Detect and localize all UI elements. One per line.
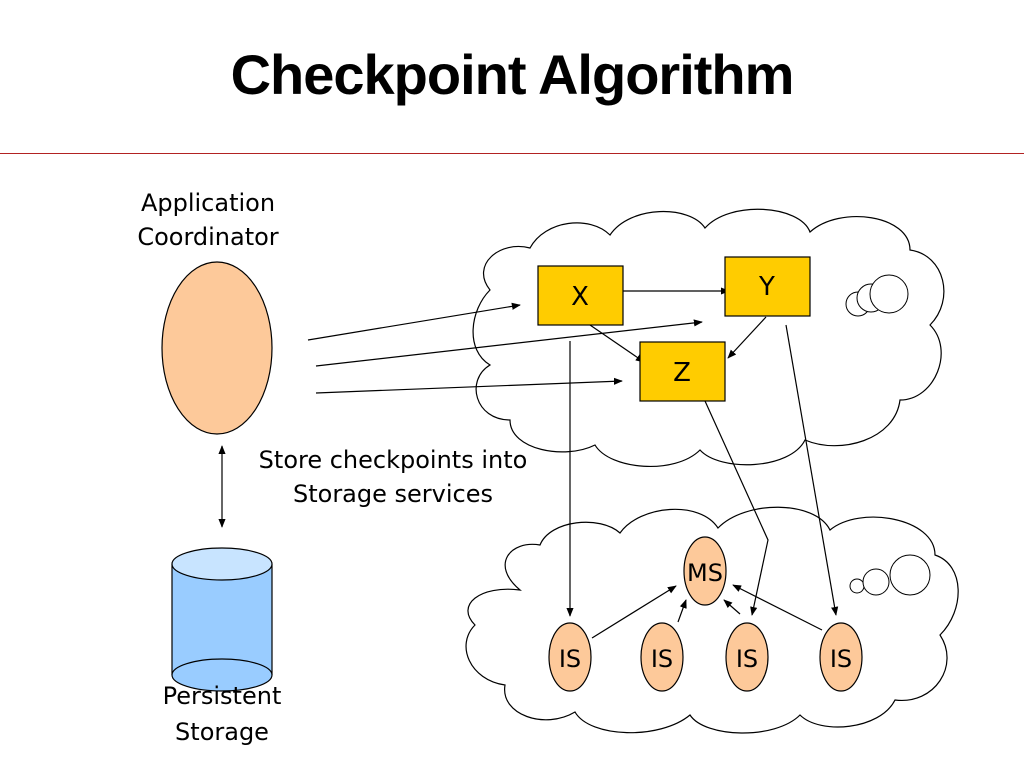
- storage-bubble-medium: [862, 568, 890, 596]
- storage-bubble-large: [889, 554, 931, 596]
- is-node-4: [819, 622, 863, 692]
- node-x-box: [537, 265, 624, 326]
- cloud-bubble-large: [869, 274, 909, 314]
- note-line2: Storage services: [293, 480, 493, 508]
- storage-label-line2: Storage: [175, 718, 269, 746]
- arrow-is3-to-ms: [723, 599, 741, 615]
- title-divider: [0, 153, 1024, 154]
- node-y-label: Y: [758, 272, 775, 302]
- arrow-is2-to-ms: [677, 599, 687, 623]
- arrow-is4-to-ms: [732, 584, 823, 631]
- slide-title: Checkpoint Algorithm: [230, 43, 795, 106]
- node-y-box: [724, 256, 811, 317]
- node-x-label: X: [571, 282, 589, 312]
- is-node-1: [548, 622, 592, 692]
- arrow-is1-to-ms: [591, 585, 677, 639]
- ms-label: MS: [687, 559, 723, 587]
- application-cloud: [472, 208, 945, 467]
- node-z-label: Z: [673, 358, 691, 388]
- arrow-coordinator-to-z: [315, 377, 623, 394]
- note-line1: Store checkpoints into: [259, 446, 528, 474]
- node-z-box: [639, 341, 726, 402]
- arrow-z-to-is3: [704, 400, 769, 616]
- is-node-2: [640, 622, 684, 692]
- storage-bubble-small: [849, 578, 865, 594]
- coordinator-label-line2: Coordinator: [137, 223, 278, 251]
- arrow-y-to-is4: [785, 324, 839, 616]
- arrow-y-to-z: [727, 316, 767, 359]
- ms-node: [683, 536, 727, 606]
- persistent-storage-cylinder: [171, 547, 273, 692]
- arrow-coordinator-to-y: [315, 319, 703, 367]
- is-label-1: IS: [559, 645, 581, 673]
- is-node-3: [725, 622, 769, 692]
- is-label-2: IS: [651, 645, 673, 673]
- storage-label-line1: Persistent: [163, 682, 282, 710]
- coordinator-label-line1: Application: [141, 189, 275, 217]
- is-label-4: IS: [830, 645, 852, 673]
- arrow-coordinator-to-x: [307, 302, 521, 341]
- arrow-x-to-z: [589, 324, 645, 363]
- is-label-3: IS: [736, 645, 758, 673]
- application-coordinator-ellipse: [161, 261, 273, 435]
